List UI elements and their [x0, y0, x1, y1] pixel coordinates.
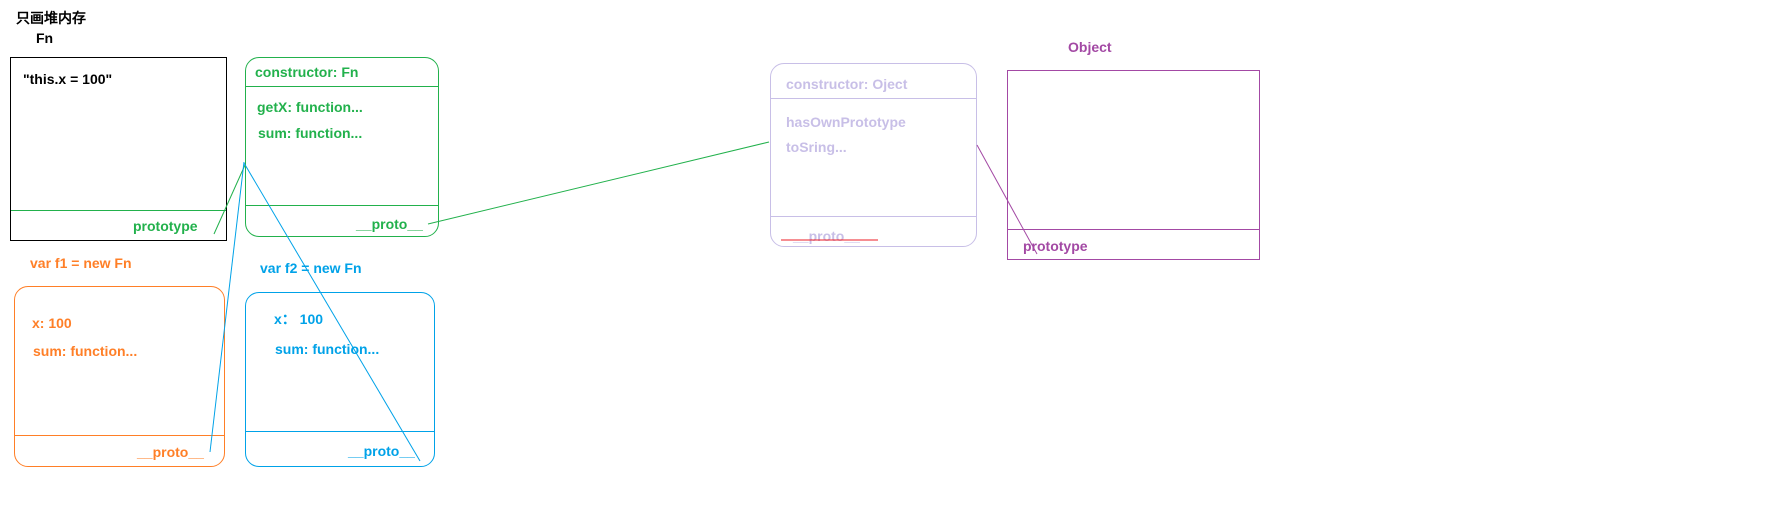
f1-proto-label: __proto__	[137, 444, 204, 460]
f2-divider	[246, 431, 434, 432]
fn-prototype-constructor: constructor: Fn	[255, 64, 359, 80]
fn-prototype-pointer-line	[213, 164, 246, 235]
fn-prototype-item-getx: getX: function...	[257, 99, 363, 115]
f1-proto-pointer-line	[209, 161, 245, 453]
object-prototype-divider-bottom	[771, 216, 976, 217]
fn-prototype-proto-label: __proto__	[356, 216, 423, 232]
object-prototype-label: prototype	[1023, 238, 1088, 254]
fn-heap-box: "this.x = 100" prototype	[10, 57, 227, 241]
f2-item-sum: sum: function...	[275, 341, 380, 357]
object-box-divider	[1008, 229, 1259, 230]
object-heap-box: prototype	[1007, 70, 1260, 260]
f1-instance-box: x: 100 sum: function... __proto__	[14, 286, 225, 467]
object-prototype-constructor: constructor: Oject	[786, 76, 908, 92]
object-prototype-item-hasown: hasOwnPrototype	[786, 114, 906, 130]
f1-declaration: var f1 = new Fn	[30, 255, 132, 271]
fn-prototype-proto-pointer-line	[427, 141, 770, 225]
object-label: Object	[1068, 39, 1112, 55]
f2-proto-pointer-line	[243, 162, 421, 462]
f1-item-x: x: 100	[32, 315, 72, 331]
f2-declaration: var f2 = new Fn	[260, 260, 362, 276]
fn-label: Fn	[36, 30, 54, 46]
f1-divider	[15, 435, 224, 436]
f1-item-sum: sum: function...	[33, 343, 138, 359]
diagram-title: 只画堆内存	[16, 10, 86, 26]
fn-prototype-label: prototype	[133, 218, 198, 234]
f2-proto-label: __proto__	[348, 443, 415, 459]
f2-instance-box: x： 100 sum: function... __proto__	[245, 292, 435, 467]
fn-prototype-item-sum: sum: function...	[258, 125, 363, 141]
fn-box-divider	[11, 210, 226, 211]
object-prototype-pointer-line	[976, 144, 1038, 255]
f2-item-x: x： 100	[274, 311, 324, 327]
fn-prototype-box: constructor: Fn getX: function... sum: f…	[245, 57, 439, 237]
object-prototype-item-tostring: toSring...	[786, 139, 847, 155]
object-prototype-box: constructor: Oject hasOwnPrototype toSri…	[770, 63, 977, 247]
object-prototype-divider-top	[771, 98, 976, 99]
fn-prototype-divider-top	[246, 86, 438, 87]
fn-code-string: "this.x = 100"	[23, 71, 113, 87]
fn-prototype-divider-bottom	[246, 205, 438, 206]
